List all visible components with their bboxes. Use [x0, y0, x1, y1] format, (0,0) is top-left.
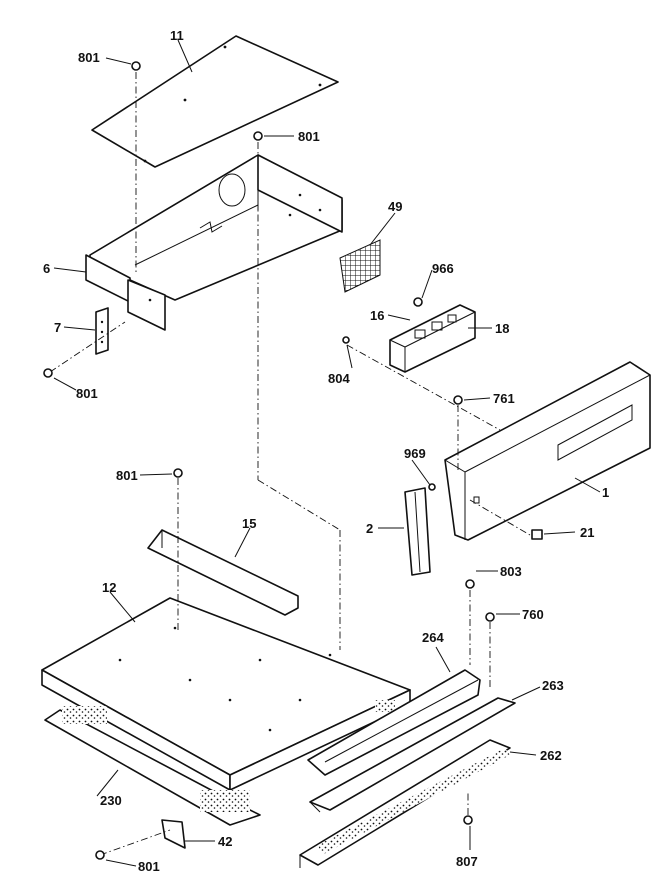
screws	[43, 61, 495, 860]
label-966: 966	[432, 261, 454, 276]
label-804: 804	[328, 371, 350, 386]
label-264: 264	[422, 630, 444, 645]
label-807: 807	[456, 854, 478, 869]
kick-plate	[299, 739, 511, 868]
small-bracket	[161, 819, 186, 849]
nut-21	[531, 529, 543, 540]
label-801-base: 801	[116, 468, 138, 483]
front-rail-263	[309, 697, 516, 813]
label-11: 11	[170, 28, 184, 43]
label-16: 16	[370, 308, 384, 323]
label-801-housing: 801	[298, 129, 320, 144]
screw-icon	[131, 61, 141, 71]
front-control-panel	[444, 361, 651, 541]
label-801-top: 801	[78, 50, 100, 65]
label-1: 1	[602, 485, 609, 500]
control-board	[389, 304, 476, 373]
label-6: 6	[43, 261, 50, 276]
label-42: 42	[218, 834, 232, 849]
label-262: 262	[540, 748, 562, 763]
label-21: 21	[580, 525, 594, 540]
upper-housing	[85, 154, 343, 331]
screw-icon	[173, 468, 183, 478]
label-15: 15	[242, 516, 256, 531]
screw-icon	[465, 579, 475, 589]
screw-icon	[463, 815, 473, 825]
label-18: 18	[495, 321, 509, 336]
screw-icon	[342, 336, 350, 344]
label-12: 12	[102, 580, 116, 595]
part-labels: 11 801 801 6 7 801 49 966 16 18 804 761 …	[43, 28, 609, 874]
vent-grille	[339, 239, 381, 293]
label-49: 49	[388, 199, 402, 214]
side-bracket	[95, 307, 109, 355]
bottom-tray	[44, 706, 261, 826]
screw-icon	[428, 483, 436, 491]
top-cover-plate	[91, 35, 339, 168]
label-7: 7	[54, 320, 61, 335]
label-803: 803	[500, 564, 522, 579]
label-2: 2	[366, 521, 373, 536]
screw-icon	[43, 368, 53, 378]
label-263: 263	[542, 678, 564, 693]
base-panel	[41, 597, 411, 791]
label-761: 761	[493, 391, 515, 406]
callout-lines	[53, 39, 601, 867]
label-760: 760	[522, 607, 544, 622]
screw-icon	[413, 297, 423, 307]
dashed-leaders	[49, 72, 531, 856]
front-rail-264	[307, 669, 481, 776]
label-801-bottom: 801	[138, 859, 160, 874]
screw-icon	[95, 850, 105, 860]
support-channel	[147, 529, 299, 616]
label-801-left: 801	[76, 386, 98, 401]
side-trim-piece	[404, 487, 431, 576]
screw-icon	[453, 395, 463, 405]
screw-icon	[485, 612, 495, 622]
label-969: 969	[404, 446, 426, 461]
screw-icon	[253, 131, 263, 141]
label-230: 230	[100, 793, 122, 808]
